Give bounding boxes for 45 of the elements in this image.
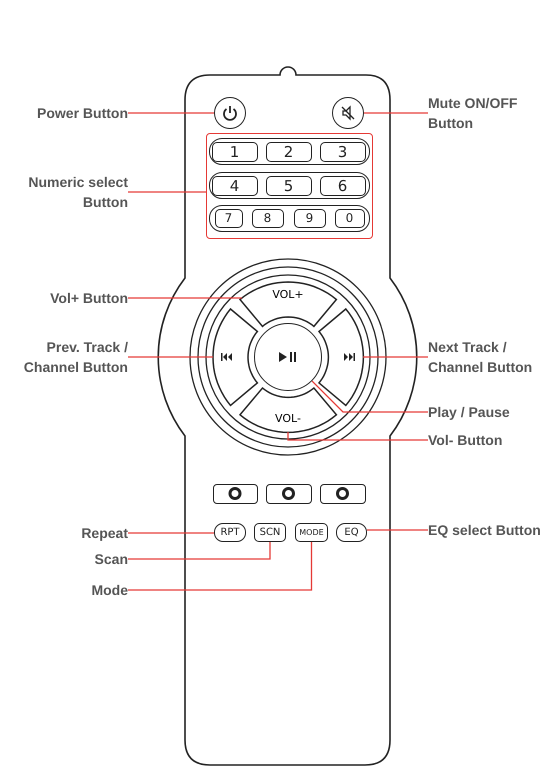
leader-line bbox=[367, 529, 428, 531]
remote-key: 5 bbox=[266, 176, 312, 196]
leader-line bbox=[128, 542, 312, 591]
blank-button bbox=[266, 484, 312, 504]
leader-line bbox=[364, 112, 428, 114]
previous-track-button bbox=[213, 308, 258, 406]
callout-label: EQ select Button bbox=[428, 520, 550, 540]
remote-key: 8 bbox=[252, 208, 284, 228]
leader-line bbox=[128, 356, 213, 358]
callout-label: Mode bbox=[6, 580, 128, 600]
remote-key: 4 bbox=[212, 176, 258, 196]
remote-key: MODE bbox=[295, 523, 328, 542]
callout-label: Vol- Button bbox=[428, 430, 550, 450]
remote-key: 2 bbox=[266, 142, 312, 162]
keypad-outline bbox=[206, 133, 373, 239]
callout-label: Mute ON/OFF Button bbox=[428, 93, 550, 133]
callout-label: Scan bbox=[6, 549, 128, 569]
remote-key: 7 bbox=[214, 208, 242, 228]
callout-label: Next Track / Channel Button bbox=[428, 337, 550, 377]
blank-button bbox=[213, 484, 258, 504]
leader-line bbox=[128, 297, 242, 299]
callout-label: Vol+ Button bbox=[6, 288, 128, 308]
volume-up-button: VOL+ bbox=[240, 282, 336, 326]
leader-line bbox=[128, 532, 214, 534]
callout-label: Play / Pause bbox=[428, 402, 550, 422]
leader-line bbox=[287, 432, 428, 441]
remote-key: 1 bbox=[212, 142, 258, 162]
blank-button bbox=[320, 484, 366, 504]
remote-key: RPT bbox=[214, 523, 246, 542]
remote-key: 0 bbox=[334, 208, 364, 228]
callout-label: Repeat bbox=[6, 523, 128, 543]
remote-key: EQ bbox=[336, 523, 367, 542]
callout-label: Power Button bbox=[6, 103, 128, 123]
leader-line bbox=[128, 542, 271, 560]
leader-line bbox=[128, 191, 206, 193]
callout-label: Prev. Track / Channel Button bbox=[6, 337, 128, 377]
callout-label: Numeric select Button bbox=[6, 172, 128, 212]
remote-key: 6 bbox=[320, 176, 366, 196]
leader-line bbox=[363, 356, 428, 358]
remote-key: SCN bbox=[254, 523, 286, 542]
next-track-button bbox=[318, 308, 363, 406]
remote-key: 3 bbox=[320, 142, 366, 162]
leader-line bbox=[128, 112, 214, 114]
remote-key: 9 bbox=[294, 208, 326, 228]
volume-down-button: VOL- bbox=[240, 388, 336, 432]
